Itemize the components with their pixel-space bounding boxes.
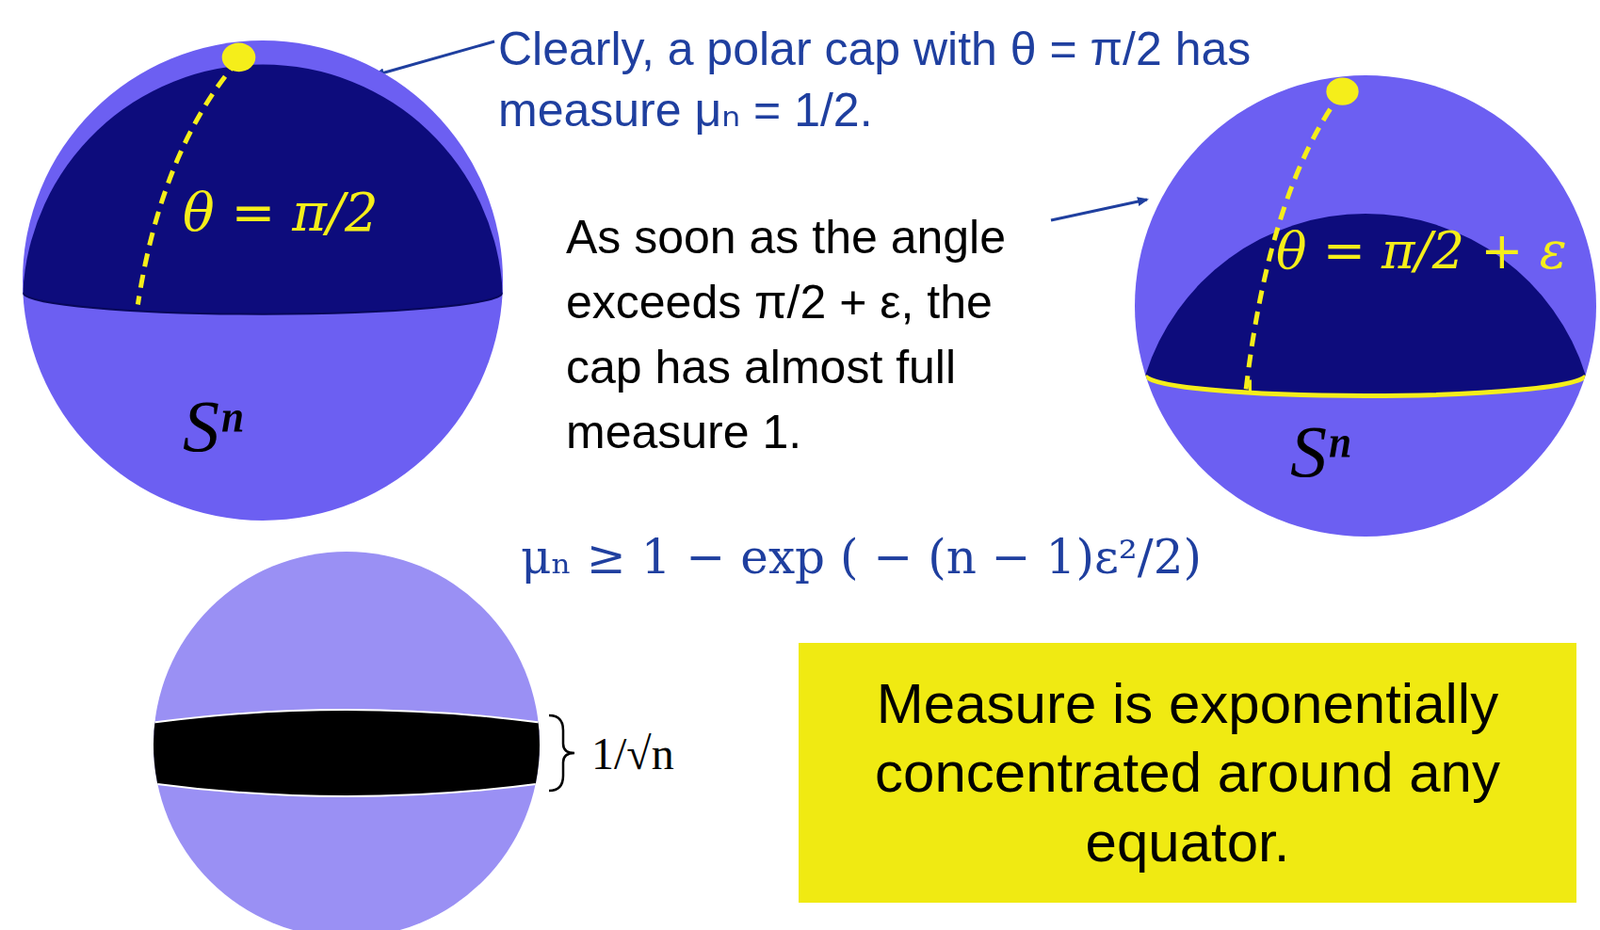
highlight-box: Measure is exponentially concentrated ar… xyxy=(798,643,1577,904)
sphere xyxy=(22,40,503,521)
dimension-label: 1/√n xyxy=(591,727,724,782)
pole-dot xyxy=(222,43,257,73)
sphere xyxy=(1134,75,1597,537)
box-text: Measure is exponentially concentrated ar… xyxy=(819,669,1556,877)
sphere: θ = π/2 + ε Sⁿ xyxy=(1134,75,1597,537)
sphere-label: Sⁿ xyxy=(182,384,243,469)
polar-cap xyxy=(22,64,502,315)
polar-cap xyxy=(1145,213,1585,397)
clip-group xyxy=(22,64,502,315)
equator-line xyxy=(22,292,502,315)
callout-arrow xyxy=(1050,199,1148,221)
bracket xyxy=(549,715,575,792)
angle-label: θ = π/2 + ε xyxy=(1276,221,1568,281)
sphere-label: Sⁿ xyxy=(1290,409,1351,495)
clip-group xyxy=(1145,213,1585,397)
equator-band xyxy=(150,710,543,797)
callout-text: Clearly, a polar cap with θ = π/2 has me… xyxy=(498,18,1280,142)
angle-label: θ = π/2 xyxy=(182,181,379,243)
sphere: θ = π/2Sⁿ xyxy=(22,40,503,521)
pole-dot xyxy=(1325,77,1358,105)
equator-line xyxy=(1145,375,1585,397)
sphere-lower xyxy=(22,40,503,521)
callout-text: As soon as the angle exceeds π/2 + ε, th… xyxy=(565,205,1056,466)
callout-arrow xyxy=(374,41,495,76)
formula: μₙ ≥ 1 − exp ( − (n − 1)ε²/2) xyxy=(520,529,1237,586)
sphere-lower xyxy=(1134,75,1597,537)
